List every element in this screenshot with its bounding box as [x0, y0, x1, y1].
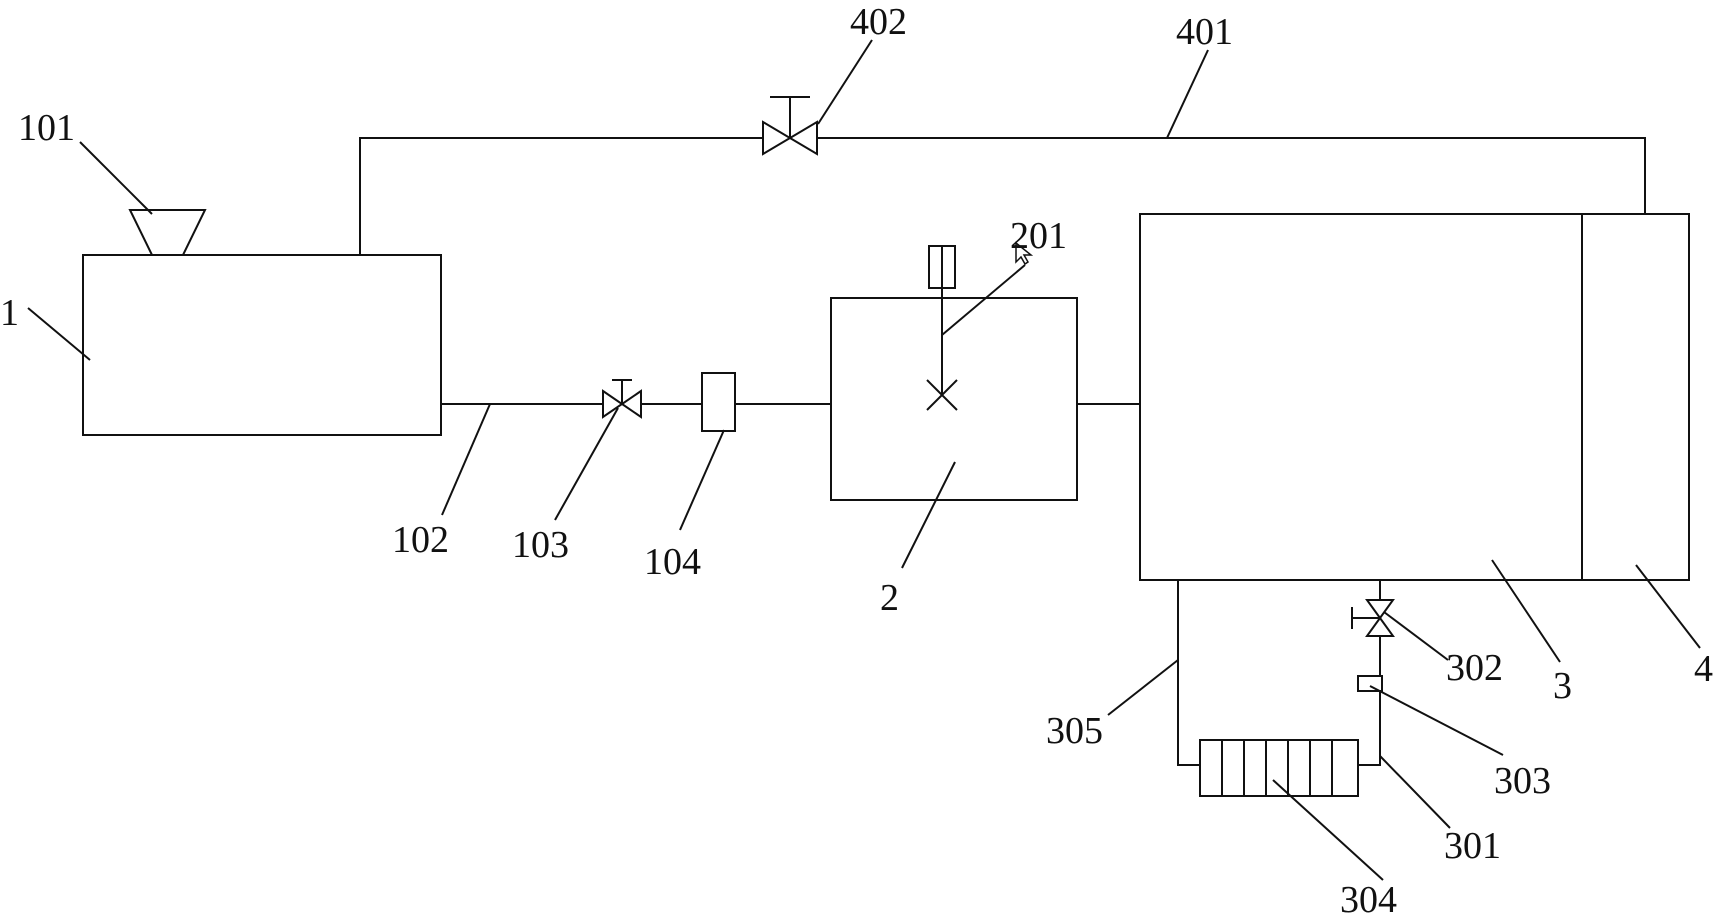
mixer-2 — [830, 297, 1078, 501]
leader-3 — [1491, 559, 1561, 663]
pipe-305 — [1177, 580, 1200, 766]
device-104 — [701, 372, 736, 432]
valve-103 — [602, 379, 642, 419]
label-402: 402 — [850, 1, 907, 43]
leader-103 — [554, 407, 619, 521]
pipe-301 — [1358, 580, 1381, 766]
label-1: 1 — [0, 292, 19, 334]
label-2: 2 — [880, 577, 899, 619]
leader-304 — [1272, 779, 1384, 881]
leader-2 — [901, 461, 956, 569]
hopper-101 — [128, 209, 207, 256]
chamber-3 — [1139, 213, 1583, 581]
label-101: 101 — [18, 107, 75, 149]
leader-4 — [1635, 564, 1701, 649]
cursor-icon — [1015, 241, 1034, 266]
label-104: 104 — [644, 541, 701, 583]
leader-1 — [27, 307, 91, 361]
label-103: 103 — [512, 524, 569, 566]
leader-401 — [1166, 49, 1209, 139]
agitator-201 — [926, 245, 958, 411]
label-303: 303 — [1494, 760, 1551, 802]
leader-302 — [1383, 611, 1449, 661]
leader-305 — [1107, 659, 1179, 716]
valve-402 — [762, 96, 818, 156]
radiator-304 — [1199, 739, 1359, 797]
label-401: 401 — [1176, 11, 1233, 53]
leader-104 — [679, 429, 725, 531]
device-303 — [1357, 675, 1383, 692]
leader-102 — [441, 403, 491, 516]
label-4: 4 — [1694, 648, 1713, 690]
label-102: 102 — [392, 519, 449, 561]
valve-302 — [1351, 599, 1395, 637]
leader-201 — [941, 264, 1026, 336]
pipe-401 — [359, 137, 1646, 255]
leader-402 — [817, 39, 873, 125]
section-4 — [1581, 213, 1690, 581]
leader-301 — [1379, 755, 1451, 829]
label-302: 302 — [1446, 647, 1503, 689]
label-201: 201 — [1010, 215, 1067, 257]
tank-1 — [82, 254, 442, 436]
label-304: 304 — [1340, 879, 1397, 920]
label-301: 301 — [1444, 825, 1501, 867]
leader-101 — [79, 141, 153, 215]
leader-303 — [1369, 685, 1504, 756]
label-3: 3 — [1553, 665, 1572, 707]
label-305: 305 — [1046, 710, 1103, 752]
